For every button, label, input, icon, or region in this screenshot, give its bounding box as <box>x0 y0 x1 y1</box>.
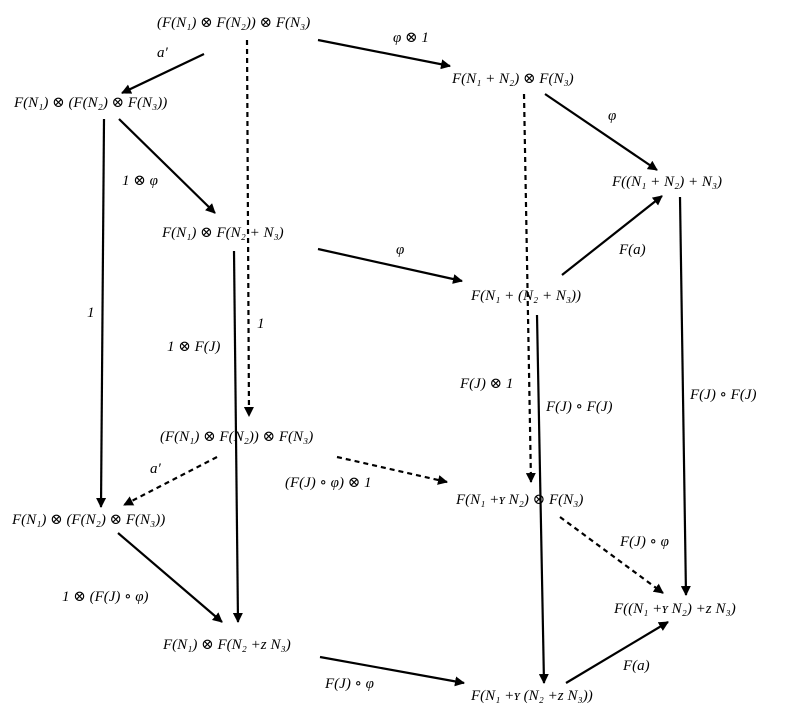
label-FJ-circ-phi-right: F(J) ∘ φ <box>620 534 669 550</box>
arrow-left-1 <box>96 118 107 508</box>
arrow-phi-tensor-1 <box>317 38 451 70</box>
arrow-FJ-circ-FJ-right <box>678 196 691 596</box>
arrow-dashed-FJ-circ-phi-right <box>559 516 664 594</box>
node-mid-1: F(N₁) ⊗ F(N₂ + N₃) <box>162 225 284 241</box>
label-FJ-tensor-1: F(J) ⊗ 1 <box>460 376 514 392</box>
node-center-1: F(N₁ + (N₂ + N₃)) <box>471 288 582 304</box>
arrow-one-tensor-phi <box>118 118 216 214</box>
arrow-a-prime-top <box>121 53 205 94</box>
label-Fa-bottom: F(a) <box>623 658 650 674</box>
node-right-2: F(N₁ +ʏ N₂) ⊗ F(N₃) <box>456 492 584 508</box>
label-phi-right: φ <box>608 108 617 124</box>
node-center-2: F(N₁ +ʏ (N₂ +ᴢ N₃)) <box>471 688 593 704</box>
label-one-left: 1 <box>87 305 95 321</box>
label-FJ-circ-FJ-right: F(J) ∘ F(J) <box>690 387 757 403</box>
arrow-Fa-bottom <box>565 621 669 684</box>
label-phi-tensor-1: φ ⊗ 1 <box>393 30 429 46</box>
arrow-phi-right <box>544 93 658 171</box>
arrow-FJ-circ-phi-bottom <box>319 655 465 687</box>
label-a-prime-top: a′ <box>157 45 168 61</box>
node-mid-2: (F(N₁) ⊗ F(N₂)) ⊗ F(N₃) <box>160 429 314 445</box>
arrow-one-tensor-FJ <box>232 250 243 623</box>
node-far-right-2: F((N₁ +ʏ N₂) +ᴢ N₃) <box>614 601 736 617</box>
label-phi-mid: φ <box>396 242 405 258</box>
node-far-right-1: F((N₁ + N₂) + N₃) <box>612 174 723 190</box>
label-one-tensor-phi: 1 ⊗ φ <box>122 173 158 189</box>
node-right-1: F(N₁ + N₂) ⊗ F(N₃) <box>452 71 574 87</box>
label-a-prime-bottom: a′ <box>150 461 161 477</box>
label-one-tensor-FJphi: 1 ⊗ (F(J) ∘ φ) <box>62 589 149 605</box>
node-mid-3: F(N₁) ⊗ F(N₂ +ᴢ N₃) <box>163 637 291 653</box>
label-one-dashed: 1 <box>257 316 265 332</box>
arrow-dashed-FJphi-tensor-1 <box>336 455 448 485</box>
node-left-1: F(N₁) ⊗ (F(N₂) ⊗ F(N₃)) <box>14 95 168 111</box>
arrow-one-tensor-FJphi <box>117 532 223 623</box>
arrow-dashed-FJ-tensor-1 <box>522 93 536 483</box>
label-FJ-circ-phi-bottom: F(J) ∘ φ <box>325 676 374 692</box>
node-left-2: F(N₁) ⊗ (F(N₂) ⊗ F(N₃)) <box>12 512 166 528</box>
arrow-phi-mid <box>317 247 463 284</box>
arrow-dashed-a-prime-bottom <box>123 456 218 506</box>
arrow-FJ-circ-FJ-center <box>535 314 549 684</box>
label-one-tensor-FJ: 1 ⊗ F(J) <box>167 339 221 355</box>
arrow-Fa-top <box>561 195 663 276</box>
label-Fa-top: F(a) <box>619 242 646 258</box>
label-FJ-circ-FJ-center: F(J) ∘ F(J) <box>546 399 613 415</box>
label-FJphi-tensor-1: (F(J) ∘ φ) ⊗ 1 <box>285 475 372 491</box>
node-top: (F(N₁) ⊗ F(N₂)) ⊗ F(N₃) <box>157 15 311 31</box>
